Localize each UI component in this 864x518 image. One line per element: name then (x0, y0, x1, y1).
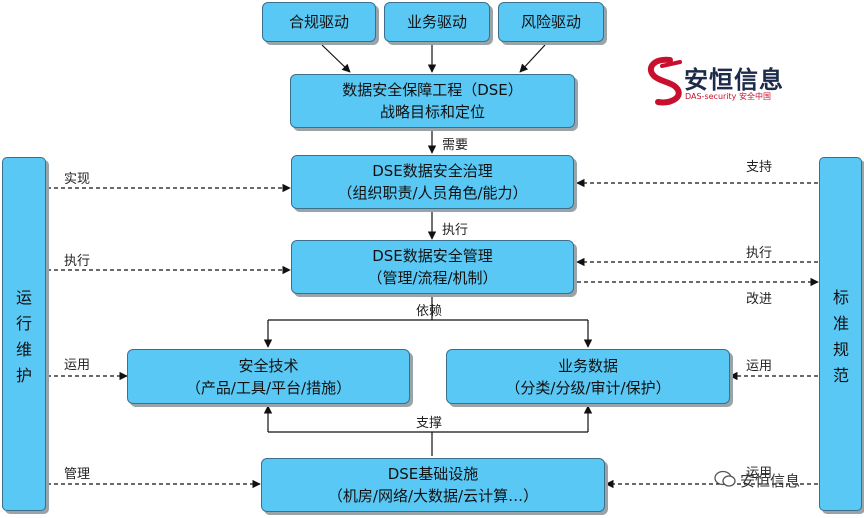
management-line1: DSE数据安全管理 (372, 247, 493, 265)
infra-line1: DSE基础设施 (387, 465, 479, 483)
label-manage: 管理 (64, 467, 91, 482)
label-execute-center: 执行 (442, 223, 469, 238)
logo-subtitle: DAS-security 安全中国 (685, 92, 771, 101)
label-improve: 改进 (746, 292, 773, 307)
management-line2: （管理/流程/机制） (367, 269, 498, 287)
label-apply-right-infra: 运用 (746, 466, 773, 481)
management-box: DSE数据安全管理 （管理/流程/机制） (291, 240, 574, 294)
operations-bar (2, 157, 46, 511)
dse-goal-line1: 数据安全保障工程（DSE） (342, 81, 523, 99)
standards-bar (819, 157, 862, 511)
business-line2: （分类/分级/审计/保护） (505, 378, 671, 397)
label-apply-right: 运用 (746, 359, 773, 374)
watermark-text: 安恒信息 (740, 472, 801, 490)
dse-goal-box: 数据安全保障工程（DSE） 战略目标和定位 (290, 74, 575, 128)
label-implement: 实现 (64, 172, 91, 187)
label-support-right: 支持 (746, 160, 773, 175)
driver-risk-label: 风险驱动 (520, 13, 581, 31)
label-need: 需要 (442, 138, 469, 153)
governance-line1: DSE数据安全治理 (372, 162, 493, 180)
label-execute-right: 执行 (746, 246, 773, 261)
driver-business-label: 业务驱动 (406, 13, 467, 31)
dse-goal-line2: 战略目标和定位 (379, 103, 485, 121)
infrastructure-box: DSE基础设施 （机房/网络/大数据/云计算…） (261, 458, 605, 512)
tech-box: 安全技术 （产品/工具/平台/措施） (127, 349, 410, 404)
label-depend: 依赖 (416, 304, 443, 319)
arrow-risk (519, 44, 546, 73)
driver-compliance: 合规驱动 (262, 2, 376, 42)
label-execute-left: 执行 (64, 254, 91, 269)
business-line1: 业务数据 (557, 356, 618, 375)
das-security-logo-icon (647, 56, 682, 106)
governance-box: DSE数据安全治理 （组织职责/人员角色/能力） (291, 155, 574, 209)
wechat-icon (714, 470, 736, 487)
label-apply-left: 运用 (64, 358, 91, 373)
driver-business: 业务驱动 (384, 2, 490, 42)
standards-bar-label: 标准规范 (832, 288, 849, 385)
label-support-center: 支撑 (416, 416, 443, 431)
tech-line2: （产品/工具/平台/措施） (185, 378, 352, 397)
tech-line1: 安全技术 (238, 356, 299, 375)
infra-line2: （机房/网络/大数据/云计算…） (327, 487, 539, 505)
logo-name: 安恒信息 (684, 66, 784, 94)
arrow-compliance (321, 44, 351, 73)
operations-bar-label: 运行维护 (15, 288, 32, 385)
governance-line2: （组织职责/人员角色/能力） (337, 184, 528, 202)
business-data-box: 业务数据 （分类/分级/审计/保护） (446, 349, 730, 404)
driver-compliance-label: 合规驱动 (288, 13, 349, 31)
driver-risk: 风险驱动 (498, 2, 604, 42)
